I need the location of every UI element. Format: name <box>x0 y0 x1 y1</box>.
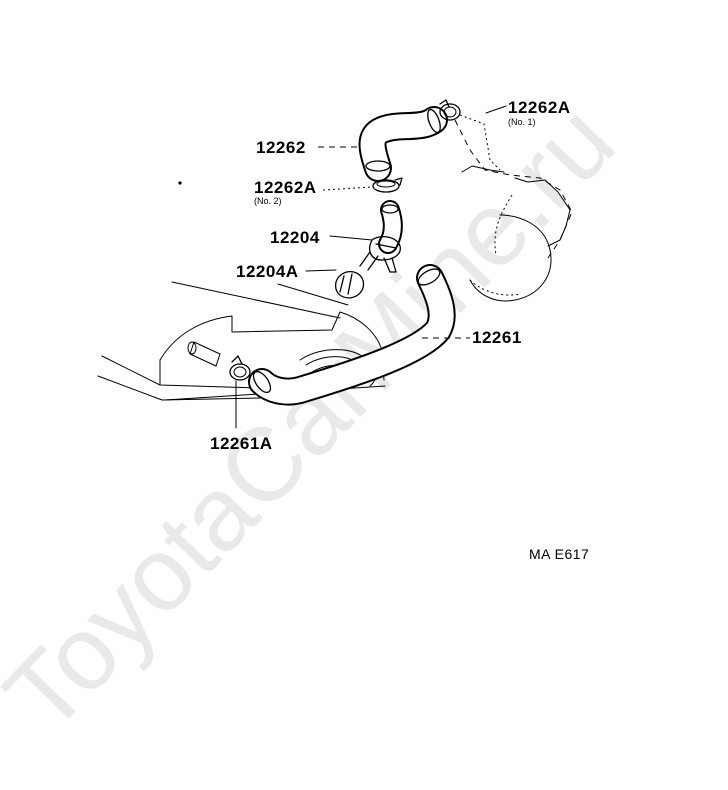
clamp-12261a <box>229 355 251 381</box>
hose-12261 <box>248 264 456 406</box>
stray-dot <box>178 181 182 185</box>
engine-outline <box>454 119 573 302</box>
part-sub-12262a-no1: (No. 1) <box>508 117 536 127</box>
clamp-12262a-no1 <box>439 99 501 171</box>
diagram-code: MA E617 <box>529 546 589 562</box>
part-sub-12262a-no2: (No. 2) <box>254 196 282 206</box>
connector-12204a <box>334 271 365 299</box>
label-12262a-no2: 12262A (No. 2) <box>254 178 317 206</box>
leader-lines <box>235 105 507 429</box>
part-number-12261: 12261 <box>472 328 522 347</box>
part-number-12204: 12204 <box>270 228 320 247</box>
watermark-text: ToyotaCarMine.ru <box>0 83 637 754</box>
hose-12262 <box>358 106 448 182</box>
part-number-12262: 12262 <box>256 138 306 157</box>
clamp-12262a-no2 <box>372 177 403 193</box>
part-number-12261a: 12261A <box>210 434 273 453</box>
part-number-12262a-no1: 12262A <box>508 98 571 117</box>
label-12262a-no1: 12262A (No. 1) <box>508 98 571 127</box>
part-number-12262a-no2: 12262A <box>254 178 317 197</box>
part-number-12204a: 12204A <box>236 262 299 281</box>
valve-12204 <box>359 200 403 273</box>
